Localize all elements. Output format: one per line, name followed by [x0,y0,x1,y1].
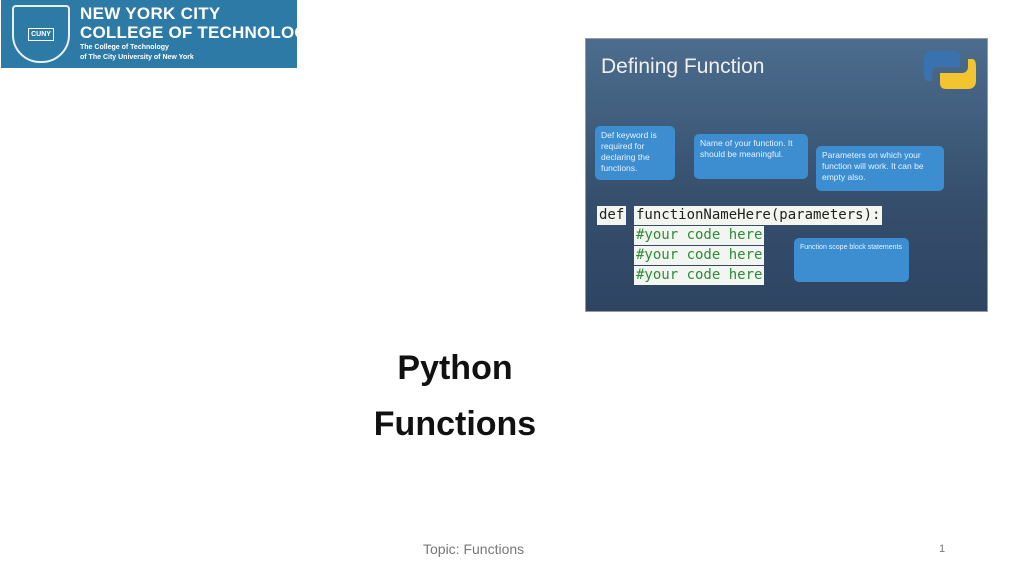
code-body-line: #your code here [634,266,765,285]
code-body-line: #your code here [634,246,765,265]
code-body-line: #your code here [634,226,765,245]
slide-footer: Topic: Functions [423,541,525,557]
page-number: 1 [939,543,946,555]
seal-text: CUNY [28,27,54,41]
code-signature: functionNameHere(parameters): [634,206,883,225]
defining-function-image: Defining Function Def keyword is require… [585,38,988,312]
callout-scope-block: Function scope block statements [794,238,909,282]
callout-def-keyword: Def keyword is required for declaring th… [595,126,675,180]
slide-title-line-1: Python [397,349,513,387]
logo-line-1: NEW YORK CITY [80,4,221,23]
college-seal-icon: CUNY [12,5,70,63]
python-logo-icon [924,51,976,89]
code-def-keyword: def [597,206,627,225]
logo-line-4: of The City University of New York [80,54,194,61]
slide-title-line-2: Functions [373,405,537,443]
image-title: Defining Function [601,55,765,78]
logo-line-3: The College of Technology [80,44,169,51]
logo-line-2: COLLEGE OF TECHNOLOGY [80,23,320,42]
college-logo: CUNY NEW YORK CITY COLLEGE OF TECHNOLOGY… [1,0,319,68]
callout-parameters: Parameters on which your function will w… [816,146,944,191]
callout-function-name: Name of your function. It should be mean… [694,134,808,179]
